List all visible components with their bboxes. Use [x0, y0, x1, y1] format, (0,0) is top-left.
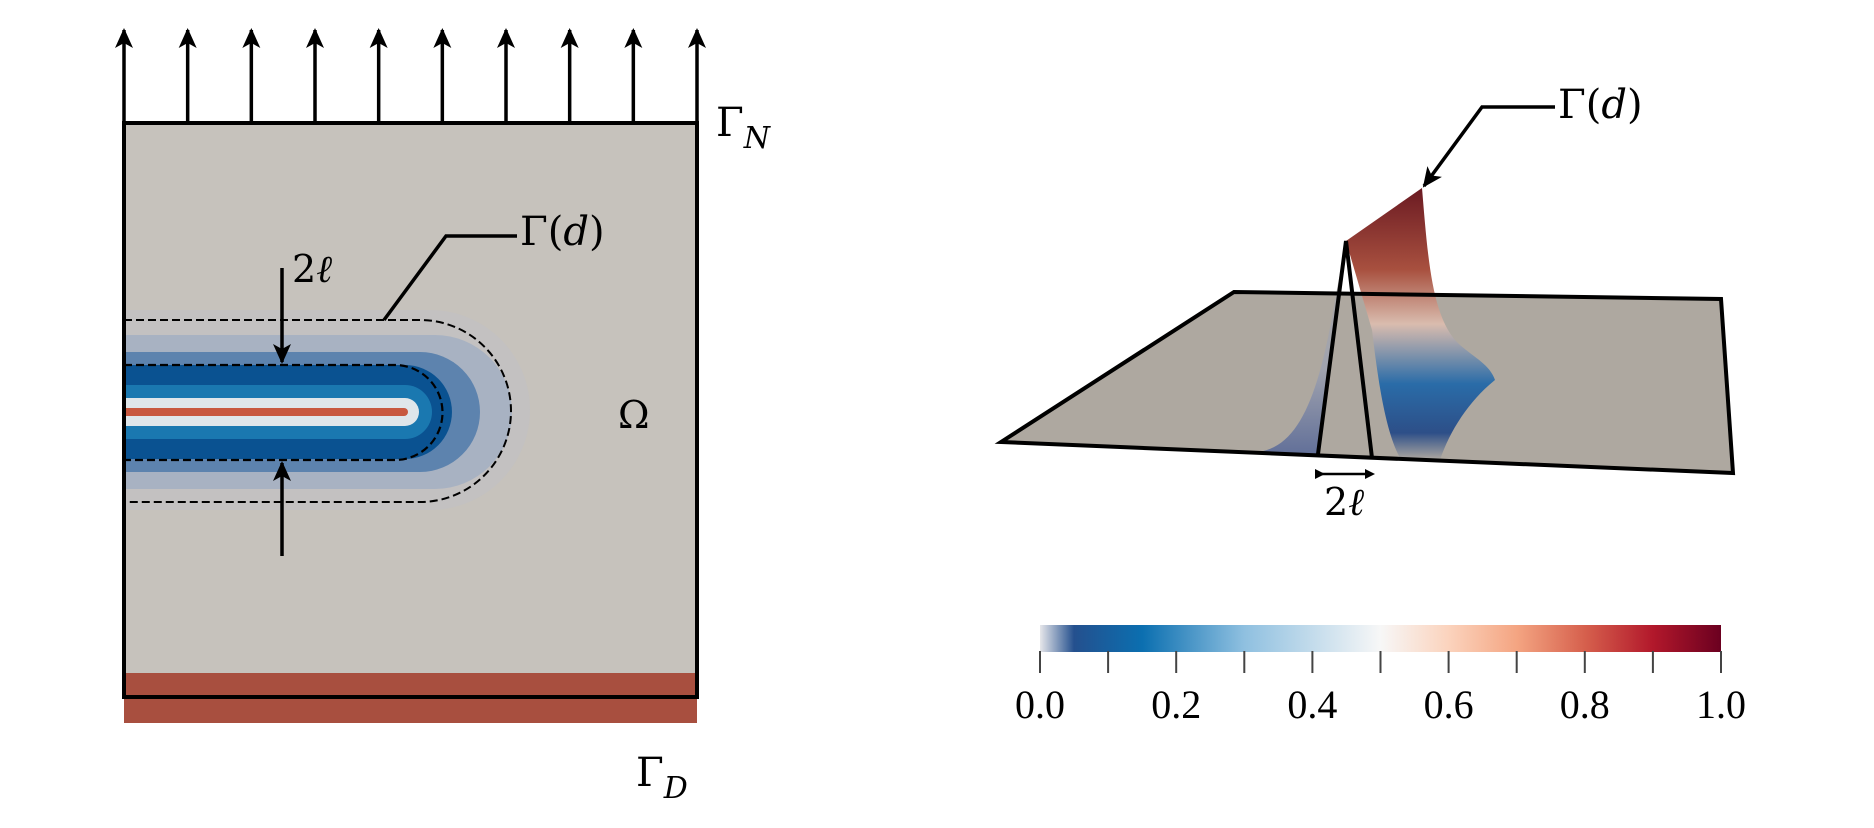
colorbar: 0.0 0.2 0.4 0.6 0.8 1.0	[1015, 625, 1746, 727]
colorbar-gradient	[1040, 625, 1721, 652]
dirichlet-boundary-label: ΓD	[636, 750, 688, 806]
colorbar-label: 0.6	[1424, 682, 1474, 727]
colorbar-label: 0.8	[1560, 682, 1610, 727]
crack-surface-label-3d: Γ(d)	[1558, 82, 1643, 128]
inner-dashed-contour	[124, 363, 444, 462]
neumann-load-arrows	[115, 28, 706, 123]
domain-label: Ω	[618, 393, 650, 437]
right-panel: 2ℓ Γ(d) 0.0 0.2 0.4 0.6 0.8 1.0	[994, 82, 1746, 727]
crack-label-leader-3d	[1422, 105, 1555, 188]
colorbar-labels: 0.0 0.2 0.4 0.6 0.8 1.0	[1015, 682, 1746, 727]
colorbar-label: 0.0	[1015, 682, 1065, 727]
outer-dashed-contour	[124, 319, 512, 503]
crack-phase-field	[124, 310, 530, 510]
colorbar-label: 0.4	[1287, 682, 1337, 727]
domain-boundary	[122, 121, 699, 699]
colorbar-ticks	[1039, 651, 1722, 673]
length-scale-label-3d: 2ℓ	[1324, 480, 1364, 524]
domain-plane-3d	[1001, 292, 1733, 473]
length-scale-label: 2ℓ	[292, 247, 332, 291]
colorbar-label: 0.2	[1151, 682, 1201, 727]
crack-label-leader	[382, 234, 517, 322]
crack-ridge-surface	[1346, 188, 1495, 460]
left-panel: ΓN ΓD Ω Γ(d) 2ℓ	[115, 28, 772, 806]
domain-plane-outline	[994, 289, 1736, 476]
colorbar-label: 1.0	[1696, 682, 1746, 727]
ridge-profile-lines	[1316, 240, 1374, 459]
crack-surface-label: Γ(d)	[520, 209, 605, 255]
crack-line	[124, 408, 408, 416]
neumann-boundary-label: ΓN	[716, 100, 772, 156]
